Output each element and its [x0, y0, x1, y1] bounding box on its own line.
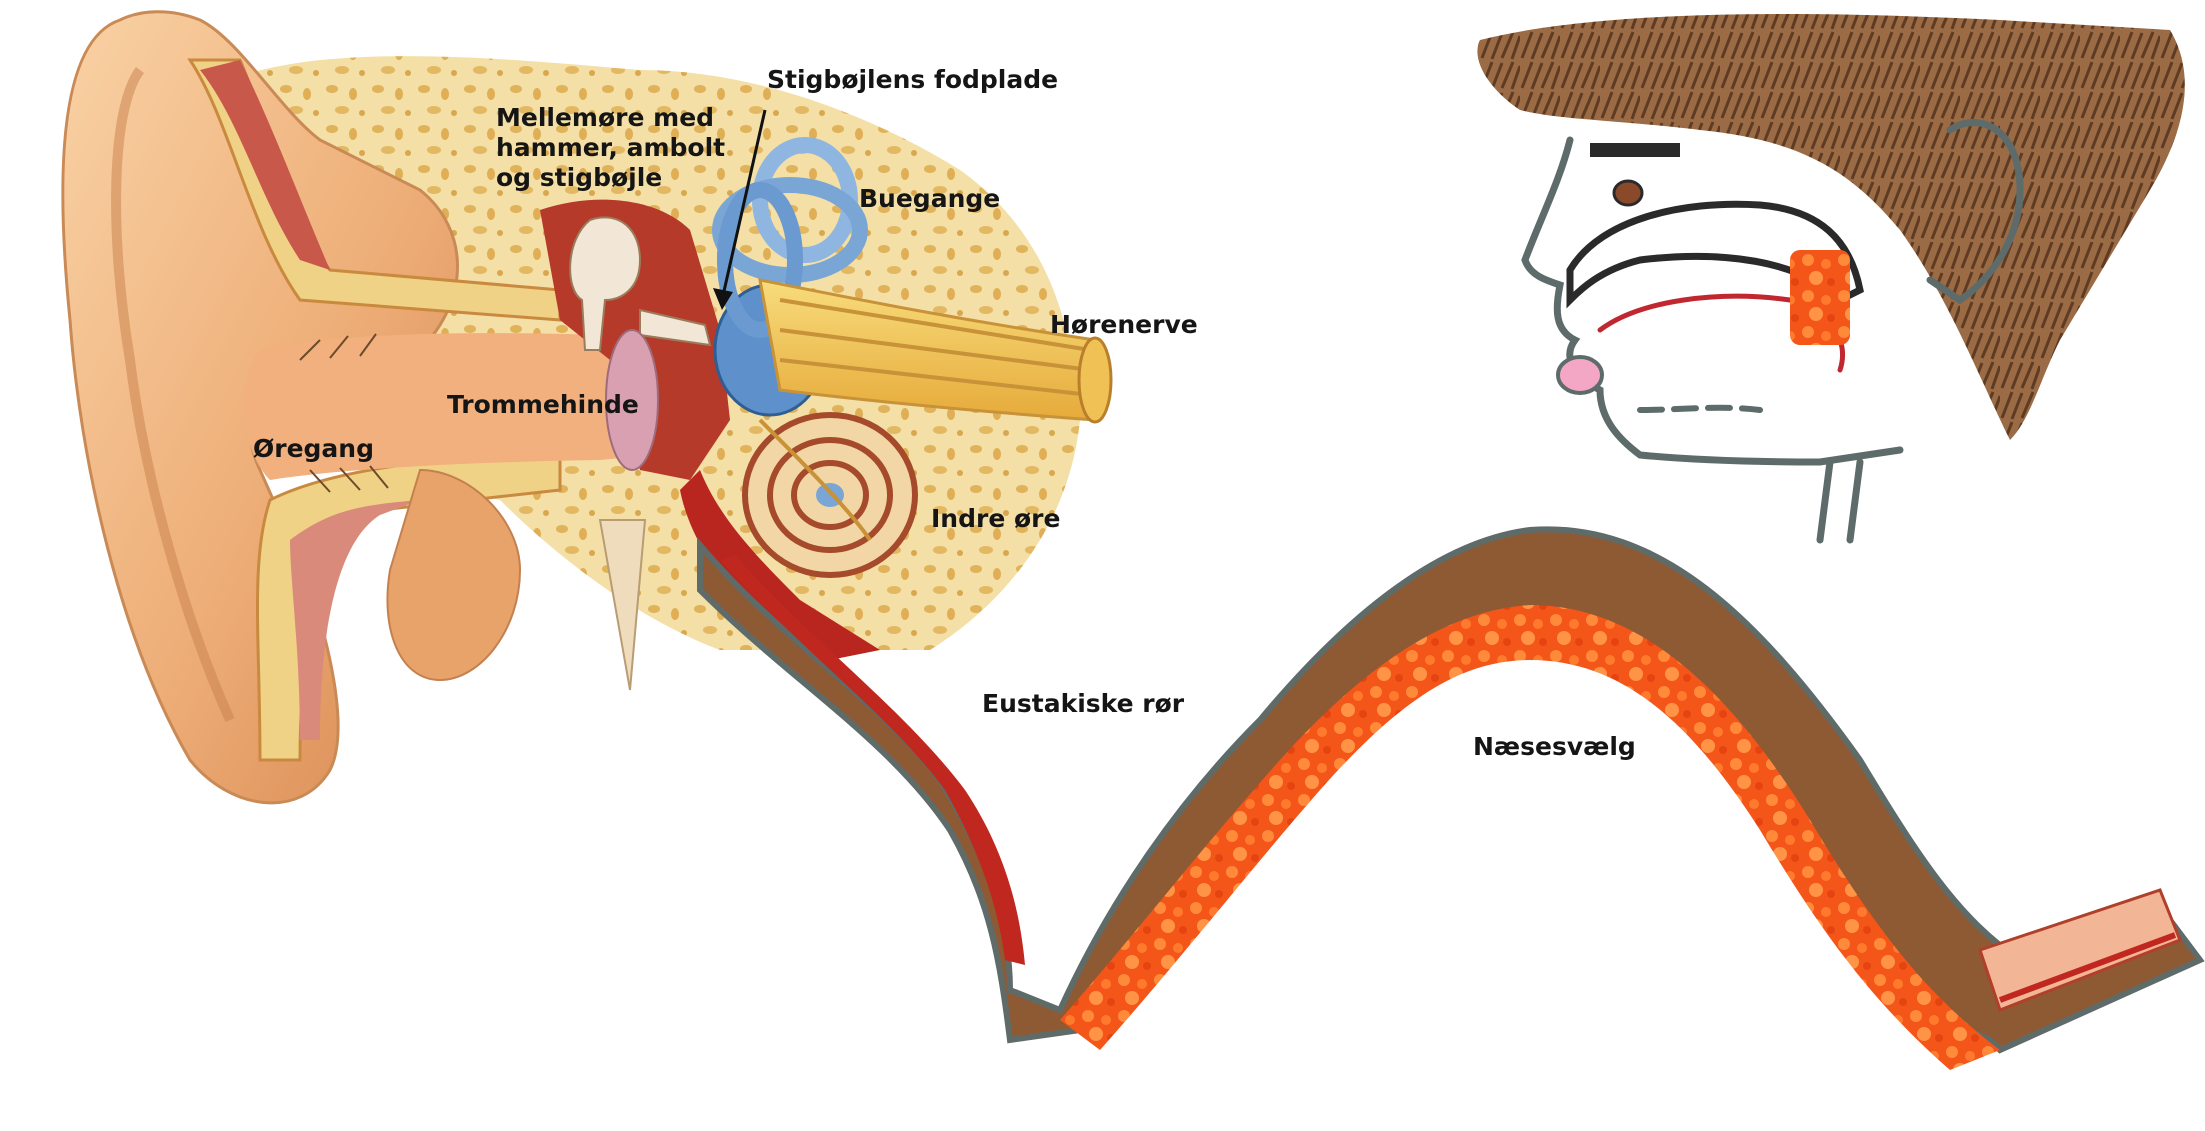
- lips: [1556, 355, 1604, 395]
- label-auditory-nerve: Hørenerve: [1050, 310, 1198, 339]
- ossicles-hammer-anvil: [569, 216, 642, 351]
- eye: [1612, 179, 1644, 207]
- label-ear-canal: Øregang: [253, 434, 374, 463]
- adenoid-tissue: [1790, 250, 1850, 345]
- label-eardrum: Trommehinde: [447, 390, 639, 419]
- muscle-upper: [200, 60, 330, 270]
- label-eustachian-tube: Eustakiske rør: [982, 689, 1185, 718]
- eustachian-tube-band: [697, 526, 2205, 1070]
- auricle-fold: [111, 67, 235, 723]
- auricle: [61, 10, 459, 805]
- label-middle-ear-line1: Mellemøre med: [496, 103, 715, 132]
- mastoid: [386, 468, 522, 682]
- eardrum: [605, 329, 659, 471]
- label-middle-ear-line2: hammer, ambolt: [496, 133, 726, 162]
- auditory-nerve: [758, 278, 1113, 542]
- stapes-footplate-pointer: [713, 109, 767, 310]
- ear-canal-hairs: [299, 333, 389, 493]
- label-stapes-footplate: Stigbøjlens fodplade: [767, 65, 1059, 94]
- tube-end-red-line: [1998, 932, 2177, 1003]
- ear-canal: [243, 333, 650, 480]
- head-sketch: [1477, 14, 2185, 544]
- label-inner-ear: Indre øre: [931, 504, 1061, 533]
- styloid-process: [598, 519, 647, 691]
- label-middle-ear: Mellemøre med hammer, ambolt og stigbøjl…: [496, 103, 725, 193]
- label-semicircular-canals: Buegange: [859, 184, 1001, 213]
- hair: [1477, 14, 2185, 441]
- muscle-lower: [290, 500, 420, 740]
- label-nasopharynx: Næsesvælg: [1473, 732, 1636, 761]
- tube-end-layers: [1978, 888, 2182, 1012]
- cochlea: [742, 412, 918, 578]
- label-middle-ear-line3: og stigbøjle: [496, 163, 663, 192]
- semicircular-canals: [712, 137, 868, 338]
- face-outline: [1521, 119, 2024, 544]
- tube-orange-tissue: [1060, 605, 2000, 1070]
- stapes: [639, 308, 712, 347]
- ear-illustration: [61, 10, 1113, 805]
